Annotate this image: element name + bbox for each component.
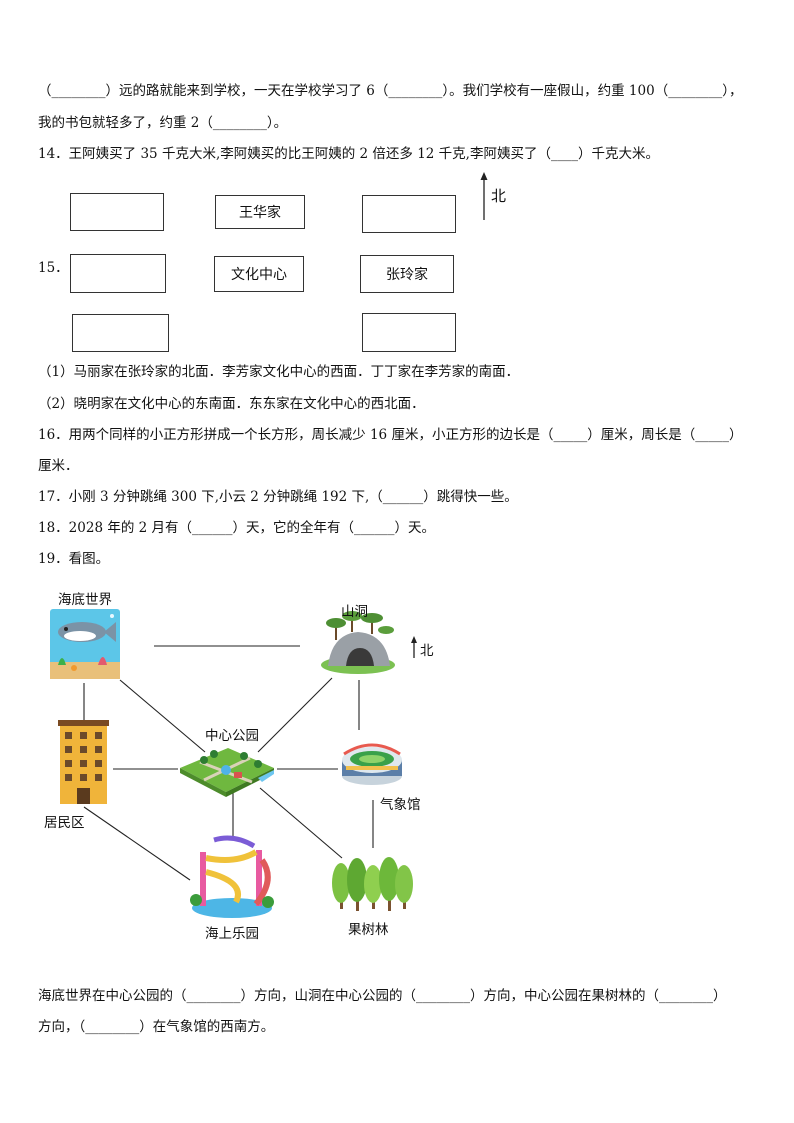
question-15-number: 15．	[38, 260, 69, 276]
question-19-line-2: 方向，（________）在气象馆的西南方。	[38, 1019, 275, 1035]
question-18: 18．2028 年的 2 月有（______）天，它的全年有（______）天。	[38, 520, 435, 536]
grid-box-zhangling: 张玲家	[360, 255, 454, 293]
grid-label-zhangling: 张玲家	[386, 267, 428, 283]
place-label-central-park: 中心公园	[205, 728, 259, 744]
cave-icon	[321, 611, 395, 674]
north-label-map: 北	[420, 643, 434, 659]
sea-world-icon	[50, 609, 120, 679]
question-15-part-1: （1）马丽家在张玲家的北面．李芳家文化中心的西面．丁丁家在李芳家的南面．	[38, 364, 520, 380]
grid-box-mid-left	[70, 254, 166, 293]
question-14: 14．王阿姨买了 35 千克大米,李阿姨买的比王阿姨的 2 倍还多 12 千克,…	[38, 146, 659, 162]
question-16-line-2: 厘米．	[38, 458, 79, 474]
grid-box-top-left	[70, 193, 164, 231]
place-label-weather-station: 气象馆	[380, 797, 421, 813]
question-19: 19．看图。	[38, 551, 110, 567]
north-arrow-map	[411, 636, 417, 658]
grid-box-culture-center: 文化中心	[214, 256, 304, 292]
question-16-line-1: 16．用两个同样的小正方形拼成一个长方形，周长减少 16 厘米，小正方形的边长是…	[38, 427, 743, 443]
text-line-1: （________）远的路就能来到学校，一天在学校学习了 6（________）…	[38, 83, 743, 99]
place-label-sea-world: 海底世界	[58, 592, 112, 608]
orchard-icon	[332, 857, 413, 911]
weather-station-icon	[342, 743, 402, 785]
north-label-q15: 北	[491, 187, 507, 205]
place-label-orchard: 果树林	[348, 922, 389, 938]
grid-label-wanghua: 王华家	[239, 205, 281, 221]
residential-building-icon	[58, 720, 109, 804]
place-label-water-park: 海上乐园	[205, 926, 259, 942]
question-17: 17．小刚 3 分钟跳绳 300 下,小云 2 分钟跳绳 192 下,（____…	[38, 489, 518, 505]
place-label-cave: 山洞	[341, 604, 368, 620]
grid-box-bottom-right	[362, 313, 456, 352]
grid-box-wanghua: 王华家	[215, 195, 305, 229]
grid-box-bottom-left	[72, 314, 169, 352]
place-label-residential: 居民区	[44, 815, 85, 831]
question-19-line-1: 海底世界在中心公园的（________）方向，山洞在中心公园的（________…	[38, 988, 727, 1004]
text-line-2: 我的书包就轻多了，约重 2（________）。	[38, 115, 288, 131]
question-15-part-2: （2）晓明家在文化中心的东南面．东东家在文化中心的西北面．	[38, 396, 425, 412]
central-park-icon	[180, 748, 274, 797]
water-park-icon	[190, 835, 274, 918]
grid-box-top-right	[362, 195, 456, 233]
grid-label-culture-center: 文化中心	[231, 267, 287, 283]
